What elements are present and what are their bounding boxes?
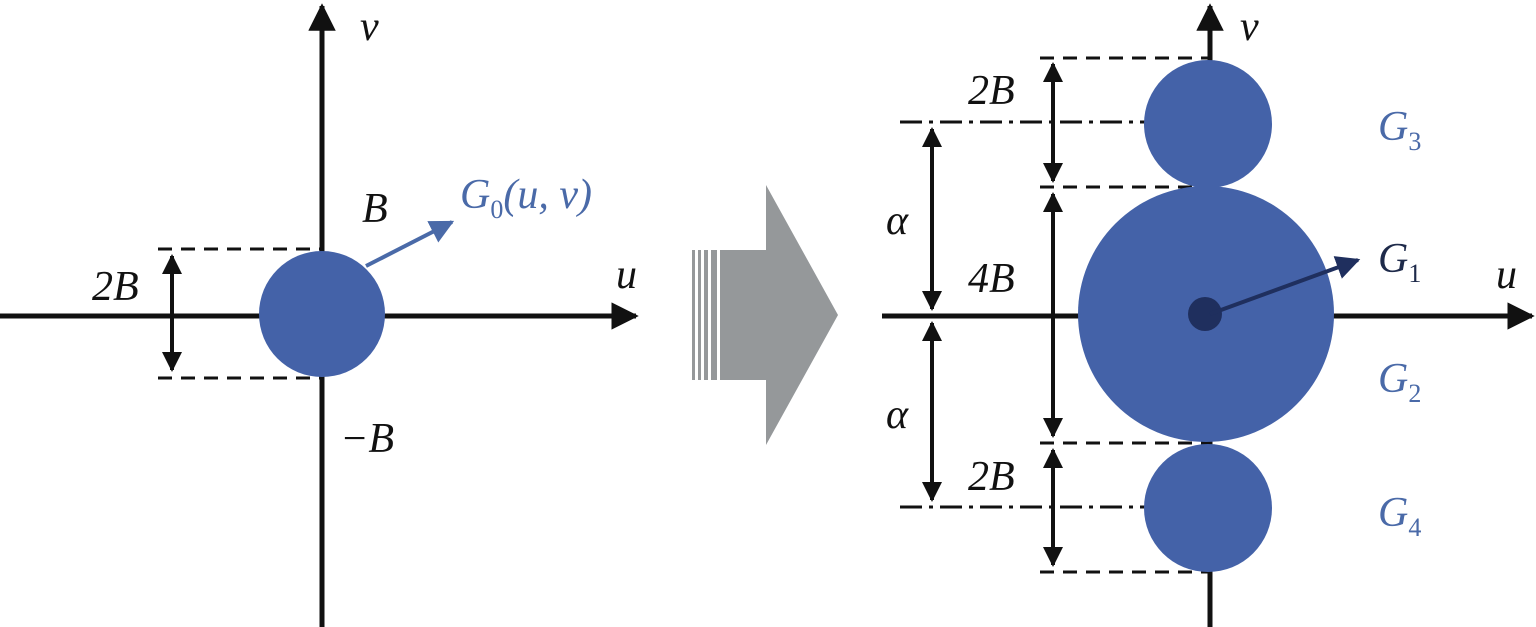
arrow-body bbox=[720, 185, 838, 445]
right-g2-label: G2 bbox=[1378, 356, 1421, 408]
arrow-stripe bbox=[698, 250, 701, 380]
right-4b-label: 4B bbox=[968, 256, 1015, 302]
right-2b-bottom-label: 2B bbox=[968, 454, 1015, 500]
right-2b-top-label: 2B bbox=[968, 68, 1015, 114]
left-2b-label: 2B bbox=[92, 264, 139, 310]
left-g0-label: G0(u, v) bbox=[460, 172, 592, 224]
right-core-g1 bbox=[1188, 297, 1222, 331]
right-g1-pointer bbox=[1209, 256, 1361, 316]
transition-arrow bbox=[692, 185, 838, 445]
right-panel: v u 2B 4B 2B α α G1 G2 G3 G4 bbox=[882, 3, 1535, 627]
left-g0-pointer bbox=[365, 220, 455, 268]
right-axis-v-label: v bbox=[1240, 4, 1259, 50]
right-g1-label: G1 bbox=[1378, 236, 1421, 288]
right-disk-g4 bbox=[1144, 444, 1272, 572]
left-axis-v-label: v bbox=[360, 4, 379, 50]
right-g3-label: G3 bbox=[1378, 104, 1421, 156]
left-disk-g0 bbox=[259, 251, 385, 377]
right-alpha-bottom-label: α bbox=[886, 392, 909, 438]
arrow-stripe bbox=[711, 250, 717, 380]
right-axis-u-label: u bbox=[1496, 252, 1517, 298]
left-axis-u-label: u bbox=[616, 252, 637, 298]
right-g4-label: G4 bbox=[1378, 490, 1421, 542]
arrow-stripe bbox=[692, 250, 695, 380]
arrow-stripe bbox=[704, 250, 708, 380]
left-panel: v u B −B 2B G0(u, v) bbox=[0, 3, 639, 627]
right-alpha-top-label: α bbox=[886, 198, 909, 244]
left-minus-b-label: −B bbox=[340, 416, 394, 462]
right-disk-g3 bbox=[1144, 60, 1272, 188]
left-b-label: B bbox=[362, 186, 388, 232]
